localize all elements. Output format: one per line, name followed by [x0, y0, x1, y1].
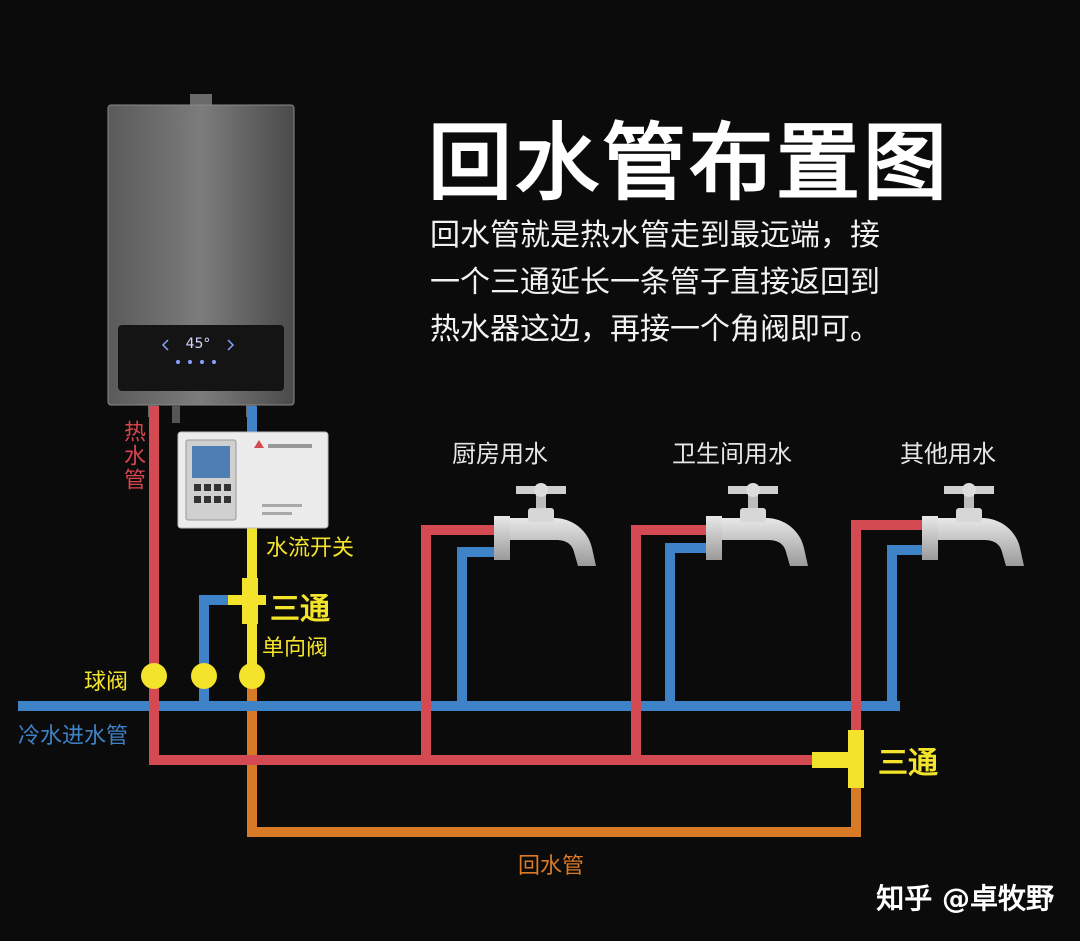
tee-fitting-bottom: [812, 730, 864, 788]
ball-valve-hot: [141, 663, 167, 689]
description: 回水管就是热水管走到最远端，接 一个三通延长一条管子直接返回到 热水器这边，再接…: [430, 212, 950, 353]
faucet-bathroom: [706, 483, 808, 566]
return-pipe-label: 回水管: [518, 854, 585, 879]
circulation-pump-unit: [177, 431, 329, 529]
check-valve-label: 单向阀: [262, 636, 329, 661]
cold-inlet-label: 冷水进水管: [18, 724, 129, 749]
ball-valve-return: [239, 663, 265, 689]
return-pipe-line: [247, 676, 861, 837]
heater-display-panel: [118, 325, 284, 391]
watermark: 知乎 @卓牧野: [876, 882, 1054, 915]
tee-label-top: 三通: [270, 592, 330, 627]
fixture-label-other: 其他用水: [900, 440, 996, 468]
description-line-1: 回水管就是热水管走到最远端，接: [430, 218, 880, 253]
description-line-3: 热水器这边，再接一个角阀即可。: [430, 312, 880, 347]
water-heater: 45°: [107, 94, 295, 423]
tee-fitting-top: [242, 578, 258, 624]
page-title: 回水管布置图: [428, 114, 951, 212]
fixture-label-bathroom: 卫生间用水: [672, 440, 792, 468]
heater-temp-display: 45°: [186, 336, 211, 352]
description-line-2: 一个三通延长一条管子直接返回到: [430, 265, 880, 300]
pump-lcd-screen: [192, 446, 230, 478]
hot-water-pipes: [149, 406, 928, 765]
faucet-other: [922, 483, 1024, 566]
flow-switch-label: 水流开关: [266, 536, 355, 561]
hot-pipe-label: 热水管: [120, 420, 145, 492]
ball-valve-label: 球阀: [84, 670, 129, 695]
fixture-label-kitchen: 厨房用水: [452, 440, 548, 468]
tee-label-bottom: 三通: [878, 746, 938, 781]
ball-valve-cold: [191, 663, 217, 689]
faucet-kitchen: [494, 483, 596, 566]
